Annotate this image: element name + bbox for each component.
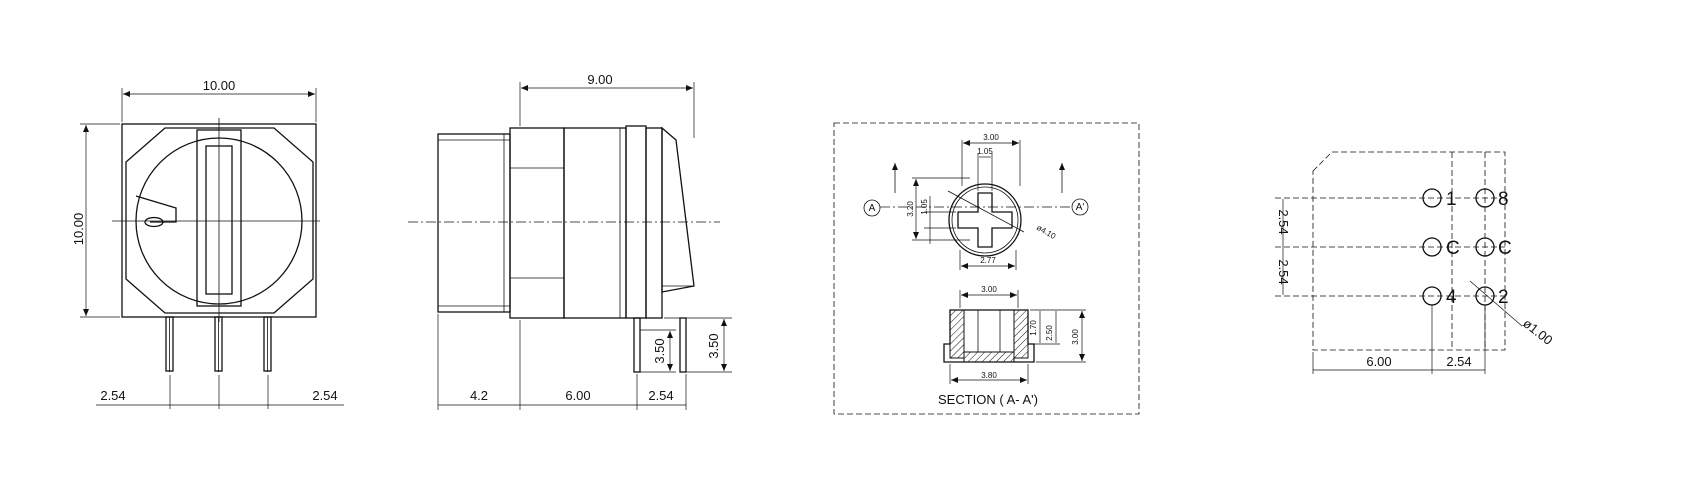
- pin-label-2: 2: [1498, 287, 1509, 308]
- footprint-hole-8: [1475, 188, 1495, 208]
- side-pin-length-label-b: 3.50: [706, 333, 721, 358]
- footprint-hole-c-right: [1475, 237, 1495, 257]
- footprint-hole-c-left: [1422, 237, 1442, 257]
- knob-section-hatch-right: [1013, 309, 1029, 359]
- pointer-dot-icon: [144, 216, 164, 228]
- knob-top-label: 3.00: [981, 285, 997, 294]
- pin-label-c-left: C: [1446, 238, 1460, 259]
- pin-label-1: 1: [1446, 189, 1457, 210]
- knob-h1-label: 1.70: [1029, 320, 1038, 336]
- section-frame: [833, 122, 1140, 415]
- knob-h3-label: 3.00: [1071, 329, 1080, 345]
- side-knob: [437, 133, 511, 313]
- side-pin-1: [633, 317, 641, 373]
- side-seg-b-label: 6.00: [565, 388, 590, 403]
- footprint-width-a-label: 6.00: [1366, 354, 1391, 369]
- knob-base-label: 3.80: [981, 371, 997, 380]
- footprint-hole-1: [1422, 188, 1442, 208]
- knob-section-hatch-left: [949, 309, 965, 359]
- knob-h2-label: 2.50: [1045, 325, 1054, 341]
- section-inner-width-label: 2.77: [980, 256, 996, 265]
- shaft-circle-outer: [948, 183, 1022, 257]
- knob-section-outline: [943, 309, 1035, 363]
- shaft-circle-inner: [951, 186, 1019, 254]
- shaft-cross-slot: [957, 192, 1013, 248]
- side-rear-cap: [661, 126, 695, 293]
- front-pitch-left-label: 2.54: [100, 388, 125, 403]
- section-slot-width-label: 1.05: [977, 147, 993, 156]
- side-rear-flange: [645, 127, 663, 319]
- pin-label-4: 4: [1446, 287, 1457, 308]
- front-width-label: 10.00: [203, 78, 236, 93]
- side-length-label: 9.00: [587, 72, 612, 87]
- knob-slot-outer: [196, 129, 242, 307]
- section-caption: SECTION ( A- A'): [938, 392, 1038, 407]
- knob-slot-inner: [205, 145, 233, 295]
- footprint-pitch-v2-label: 2.54: [1276, 259, 1291, 284]
- section-top-width-label: 3.00: [983, 133, 999, 142]
- section-view: A A' 3.00 1.05 3.20 1.05 2.77: [833, 122, 1140, 415]
- footprint-outline: [1312, 151, 1506, 351]
- side-view: 9.00 3.50 3.50 4.2 6.00 2.54: [408, 72, 732, 410]
- side-seg-c-label: 2.54: [648, 388, 673, 403]
- knob-section-hatch-bottom: [963, 351, 1015, 363]
- pin-label-c-right: C: [1498, 238, 1512, 259]
- hole-leader-line: [1469, 280, 1523, 327]
- marker-a-right: A': [1076, 202, 1085, 213]
- front-height-label: 10.00: [71, 213, 86, 246]
- marker-a-left-circle: [863, 199, 881, 217]
- hole-diameter-label: ø1.00: [1520, 316, 1555, 348]
- side-seg-a-label: 4.2: [470, 388, 488, 403]
- front-view: 10.00 10.00 2.54 2.54: [71, 78, 344, 409]
- side-pin-length-label-a: 3.50: [652, 338, 667, 363]
- footprint-view: 1 8 C C 4 2 ø1.00 2.54 2.54 6.00 2.54: [1275, 151, 1556, 374]
- side-body: [563, 127, 627, 319]
- front-pitch-right-label: 2.54: [312, 388, 337, 403]
- section-slot-height-label: 1.05: [920, 199, 929, 215]
- side-pin-2: [679, 317, 687, 373]
- front-octagon: [125, 127, 314, 314]
- section-cross-height-label: 3.20: [906, 201, 915, 217]
- footprint-pitch-v1-label: 2.54: [1276, 209, 1291, 234]
- side-collar: [509, 127, 565, 319]
- marker-a-left: A: [869, 203, 876, 214]
- section-diameter-label: ø4.10: [1035, 223, 1058, 241]
- footprint-width-b-label: 2.54: [1446, 354, 1471, 369]
- pin-label-8: 8: [1498, 189, 1509, 210]
- marker-a-right-circle: [1071, 198, 1089, 216]
